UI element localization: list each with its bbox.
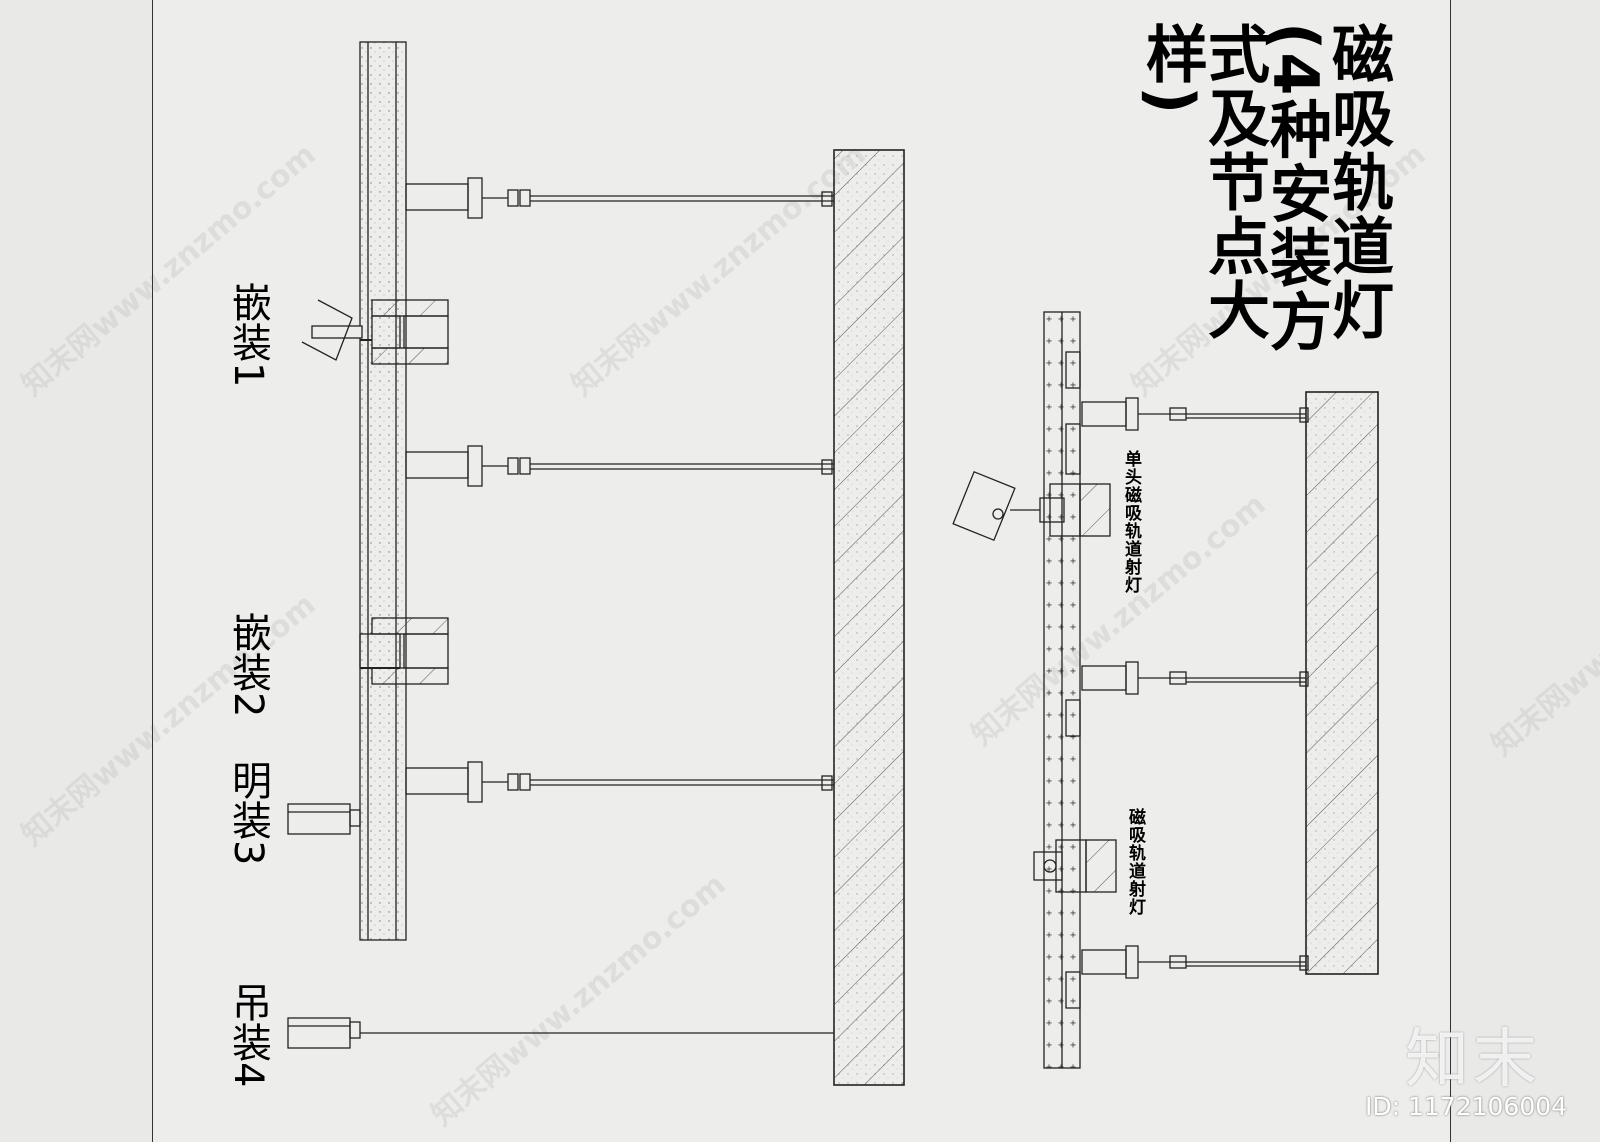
label-single-head-spotlight: 单头磁吸轨道射灯 [1121,450,1141,594]
left-section [287,41,905,1086]
label-pendant-4: 吊装4 [225,982,271,1088]
brand-logo: 知末 [1405,1023,1541,1097]
pendant-track-4 [287,1017,834,1049]
track-spotlight [1033,839,1117,893]
hanger-r2 [1081,661,1309,695]
hanger-2 [405,445,834,487]
image-id: ID: 1172106004 [1365,1092,1568,1121]
label-recessed-2: 嵌装2 [225,612,271,718]
surface-track-3 [287,803,361,835]
recessed-track-2 [359,617,449,685]
hanger-r1 [1081,397,1309,431]
right-section [952,311,1379,1069]
label-track-spotlight: 磁吸轨道射灯 [1125,808,1145,916]
hanger-1 [405,177,834,219]
recessed-track-1 [301,299,449,365]
label-recessed-1: 嵌装1 [225,282,271,388]
page-title: 磁吸轨道灯(4种安装方式及节点大样) [1135,22,1394,354]
label-surface-3: 明装3 [225,760,271,866]
hanger-3 [405,761,834,803]
hanger-r3 [1081,945,1309,979]
single-head-spotlight [952,470,1111,542]
